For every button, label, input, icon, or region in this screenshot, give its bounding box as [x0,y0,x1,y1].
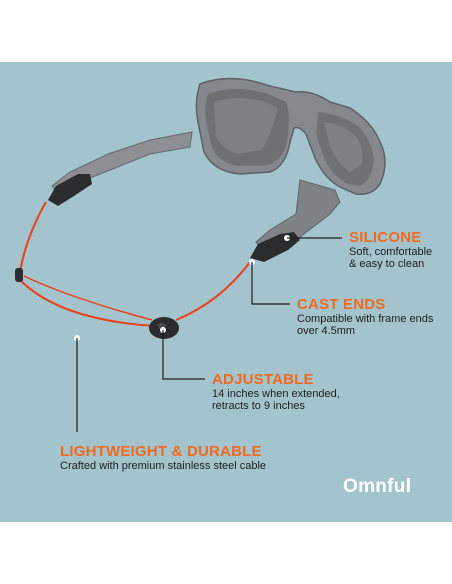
silicone-callout: SILICONE Soft, comfortable & easy to cle… [349,229,432,270]
cable-right [175,261,251,321]
lightweight-title: LIGHTWEIGHT & DURABLE [60,443,262,460]
product-panel: SILICONE Soft, comfortable & easy to cle… [0,62,452,522]
adjustable-title: ADJUSTABLE [212,371,314,388]
cable-left-upper [19,201,47,273]
cable-lower-strand [19,279,156,327]
silicone-line-2: & easy to clean [349,258,425,270]
adjustable-leader-line [162,330,205,380]
cast-ends-line-1: Compatible with frame ends [297,313,434,325]
cable-bead [15,268,23,282]
cable-upper-strand [23,275,153,321]
lightweight-line-1: Crafted with premium stainless steel cab… [60,460,267,472]
silicone-title: SILICONE [349,229,422,246]
sunglasses-illustration [15,77,386,432]
adjustable-callout: ADJUSTABLE 14 inches when extended, retr… [212,371,340,412]
adjustable-line-1: 14 inches when extended, [212,388,340,400]
adjustable-line-2: retracts to 9 inches [212,400,305,412]
brand-logo: Omnful [343,476,412,497]
right-lens-reflection [324,122,363,172]
cast-ends-callout: CAST ENDS Compatible with frame ends ove… [297,296,433,337]
right-silicone-end [250,232,300,262]
lightweight-callout: LIGHTWEIGHT & DURABLE Crafted with premi… [60,443,266,472]
cast-ends-line-2: over 4.5mm [297,325,356,337]
left-lens-reflection [214,98,278,154]
silicone-line-1: Soft, comfortable [349,246,433,258]
cast-end-leader-line [251,262,290,305]
left-silicone-end [48,174,92,206]
cast-ends-title: CAST ENDS [297,296,386,313]
